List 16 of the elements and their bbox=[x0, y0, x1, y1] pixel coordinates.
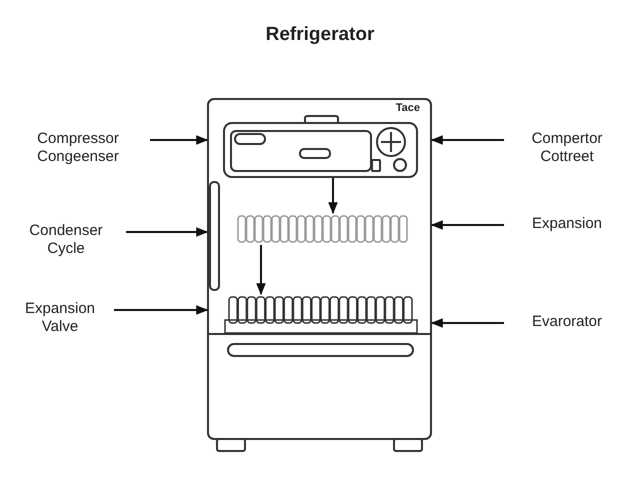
arrow bbox=[256, 245, 266, 296]
arrow bbox=[126, 227, 208, 237]
part-label: Compressor Congeenser bbox=[10, 130, 146, 166]
model-label: Tace bbox=[396, 102, 420, 114]
part-label: Expansion Valve bbox=[10, 300, 110, 336]
part-label: Evarorator bbox=[508, 313, 626, 331]
arrow bbox=[114, 305, 208, 315]
part-label: Condenser Cycle bbox=[10, 222, 122, 258]
arrow bbox=[430, 318, 504, 328]
arrow bbox=[430, 135, 504, 145]
part-label: Expansion bbox=[508, 215, 626, 233]
arrow bbox=[328, 178, 338, 214]
diagram-title: Refrigerator bbox=[264, 24, 376, 46]
arrow bbox=[150, 135, 208, 145]
arrow bbox=[430, 220, 504, 230]
part-label: Compertor Cottreet bbox=[508, 130, 626, 166]
